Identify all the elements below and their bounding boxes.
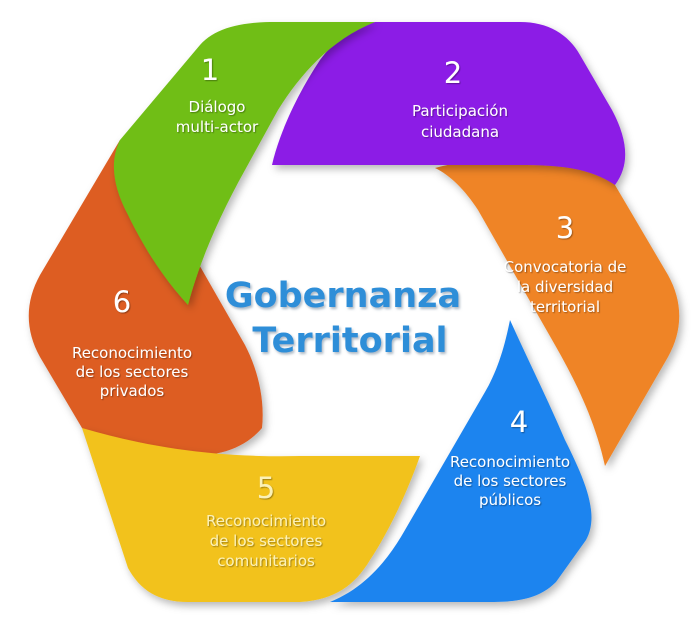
segment-6-number: 6 [113, 285, 131, 319]
segment-3-number: 3 [556, 211, 574, 245]
segment-1-label-line: multi-actor [176, 118, 259, 136]
segments-layer [28, 22, 680, 602]
segment-3-label-line: la diversidad [517, 278, 613, 296]
segment-3-label-line: Convocatoria de [504, 258, 627, 276]
segment-6-label-line: Reconocimiento [72, 344, 192, 362]
segment-2-label-line: ciudadana [421, 123, 499, 141]
center-title-line2: Territorial [252, 321, 447, 361]
segment-4-label-line: públicos [479, 491, 541, 509]
segment-6 [28, 140, 263, 456]
segment-4-number: 4 [510, 405, 528, 439]
segment-4 [330, 320, 592, 602]
segment-2-label-line: Participación [412, 102, 508, 120]
segment-4-label-line: de los sectores [454, 472, 567, 490]
segment-1-label-line: Diálogo [189, 98, 246, 116]
segment-3-label-line: territorial [530, 298, 600, 316]
segment-5 [82, 428, 420, 602]
segment-6-label-line: privados [100, 382, 165, 400]
center-title-line1: Gobernanza [225, 276, 461, 316]
segment-5-label-line: de los sectores [210, 532, 323, 550]
segment-4-label-line: Reconocimiento [450, 453, 570, 471]
segment-1-number: 1 [201, 53, 219, 87]
segment-2-number: 2 [444, 56, 462, 90]
segment-5-label-line: Reconocimiento [206, 512, 326, 530]
segment-3 [435, 159, 680, 466]
segment-2 [272, 22, 626, 185]
segment-6-label-line: de los sectores [76, 363, 189, 381]
segment-5-label-line: comunitarios [217, 552, 315, 570]
segment-1 [113, 22, 375, 305]
segment-5-number: 5 [257, 471, 275, 505]
